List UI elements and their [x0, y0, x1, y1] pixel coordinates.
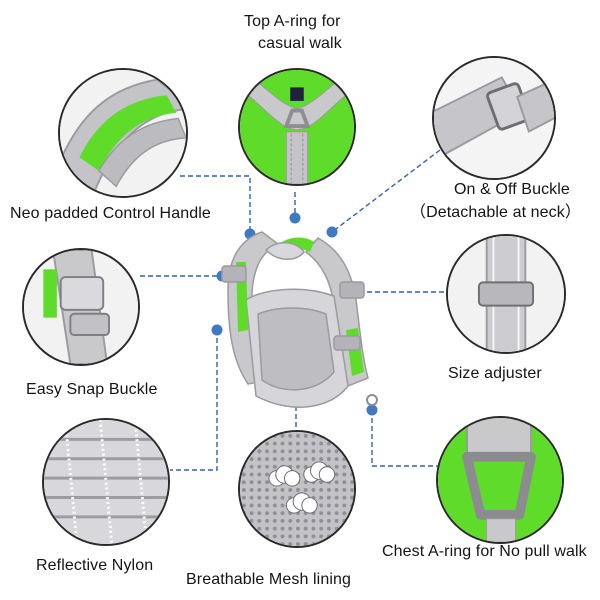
marker-dot-chest	[366, 404, 378, 416]
callout-snap-buckle	[22, 248, 140, 366]
label-control-handle: Neo padded Control Handle	[10, 205, 211, 222]
callout-size-adjuster	[446, 234, 566, 354]
marker-dot-reflective	[211, 324, 223, 336]
callout-reflective-nylon	[42, 418, 170, 546]
leader-buckle	[331, 149, 441, 233]
label-top-a-ring-line1: Top A-ring for	[244, 13, 341, 30]
callout-top-a-ring	[238, 68, 356, 186]
label-top-a-ring-line2: casual walk	[258, 35, 342, 52]
label-size-adjuster: Size adjuster	[448, 365, 542, 382]
marker-dot-buckle	[326, 226, 338, 238]
callout-buckle	[432, 56, 556, 180]
label-mesh-lining: Breathable Mesh lining	[186, 571, 351, 588]
marker-dot-top-ring	[289, 212, 301, 224]
label-reflective-nylon: Reflective Nylon	[36, 557, 154, 574]
label-buckle-line1: On & Off Buckle	[454, 181, 570, 198]
callout-chest-ring	[436, 416, 564, 544]
callout-control-handle	[58, 68, 188, 198]
leader-chest-ring	[371, 410, 438, 467]
label-buckle-line2: （Detachable at neck）	[410, 204, 581, 221]
label-chest-ring: Chest A-ring for No pull walk	[382, 543, 587, 560]
leader-control-handle	[180, 175, 251, 234]
label-snap-buckle: Easy Snap Buckle	[26, 381, 158, 398]
leader-reflective	[170, 330, 218, 471]
callout-mesh-lining	[238, 430, 356, 548]
